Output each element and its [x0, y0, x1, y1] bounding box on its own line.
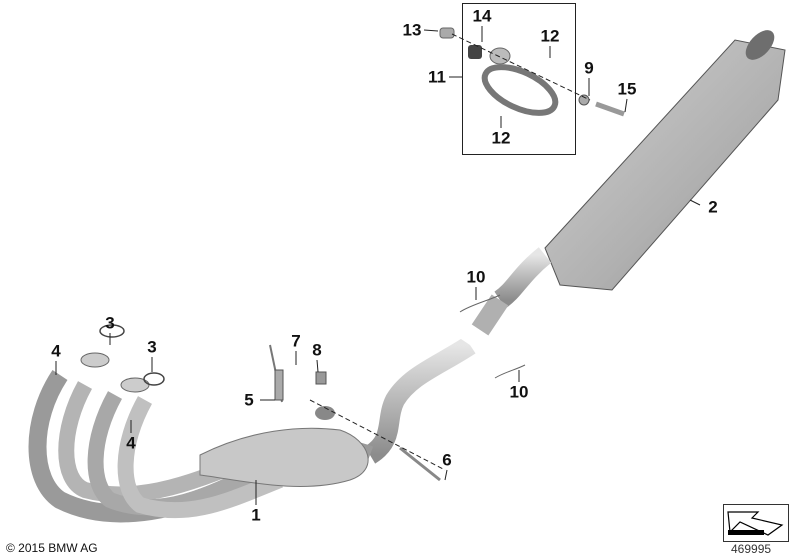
callout-10-top[interactable]: 10	[466, 267, 486, 287]
callout-6[interactable]: 6	[442, 450, 452, 470]
detail-inset-frame	[462, 3, 576, 155]
callout-14[interactable]: 14	[472, 6, 492, 26]
navigation-button[interactable]	[723, 504, 789, 542]
bracket-detail-shapes	[439, 27, 625, 117]
navigation-arrow-icon	[727, 511, 784, 536]
callout-12-top[interactable]: 12	[540, 26, 560, 46]
callout-11[interactable]: 11	[428, 67, 446, 87]
manifold-shape	[28, 370, 374, 523]
link-pipe-shape	[364, 294, 509, 464]
copyright-text: © 2015 BMW AG	[6, 541, 98, 555]
diagram-number: 469995	[731, 542, 772, 556]
callout-13[interactable]: 13	[402, 20, 422, 40]
callout-1[interactable]: 1	[251, 505, 261, 525]
callout-4-top[interactable]: 4	[51, 341, 61, 361]
callout-9[interactable]: 9	[584, 58, 594, 78]
callout-15[interactable]: 15	[617, 79, 637, 99]
rear-silencer-shape	[494, 30, 786, 309]
small-parts	[269, 294, 526, 482]
leader-lines	[55, 26, 701, 505]
callout-2[interactable]: 2	[708, 197, 718, 217]
callout-4-bottom[interactable]: 4	[126, 433, 136, 453]
callout-8[interactable]: 8	[312, 340, 322, 360]
flange-shapes	[80, 324, 165, 393]
callout-12-bottom[interactable]: 12	[491, 128, 511, 148]
callout-3-right[interactable]: 3	[147, 337, 157, 357]
callout-10-bottom[interactable]: 10	[509, 382, 529, 402]
callout-5[interactable]: 5	[244, 390, 254, 410]
callout-3-left[interactable]: 3	[105, 313, 115, 333]
callout-7[interactable]: 7	[291, 331, 301, 351]
